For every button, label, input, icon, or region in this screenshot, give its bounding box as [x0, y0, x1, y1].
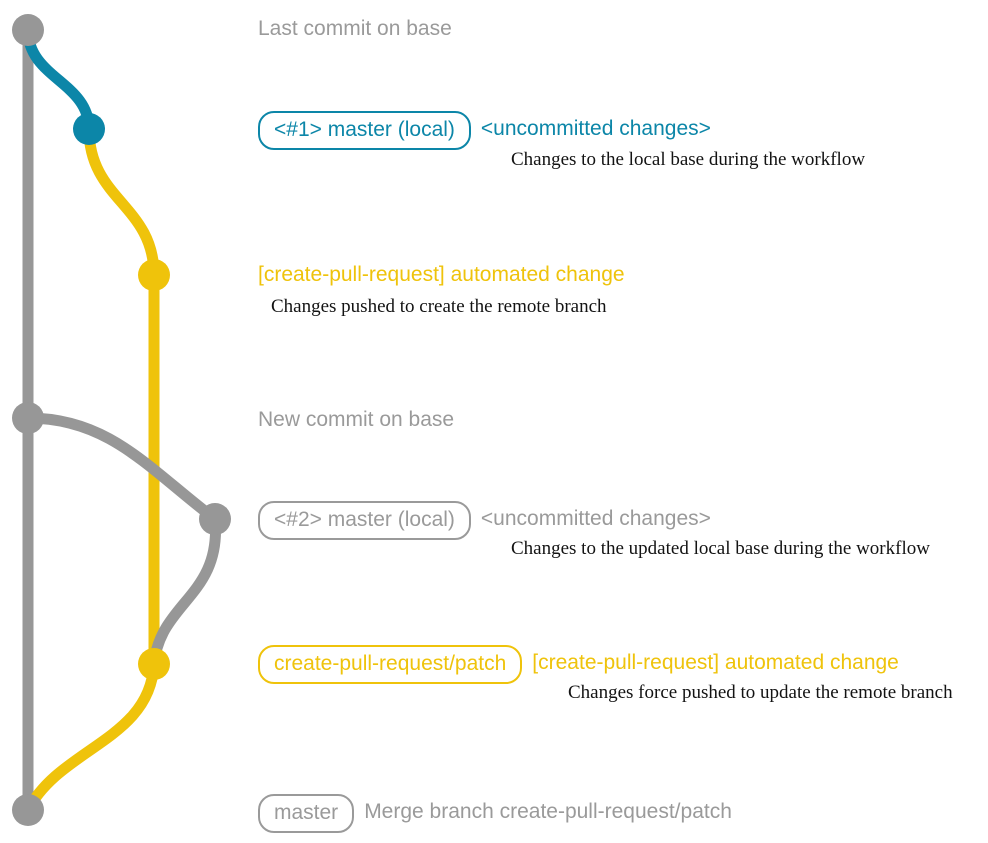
branch-chip-master-local-1[interactable]: <#1> master (local): [258, 111, 471, 150]
patch-2-to-merge-curve: [22, 658, 160, 816]
commit-row-merge-commit: master Merge branch create-pull-request/…: [258, 794, 732, 833]
commit-message-last-commit-on-base: Last commit on base: [258, 17, 452, 40]
commit-node-base-head[interactable]: [12, 14, 44, 46]
commit-message-local-change-1: <uncommitted changes>: [480, 117, 711, 140]
commit-description-automated-change-2: Changes force pushed to update the remot…: [568, 682, 953, 703]
commit-row-automated-change-2: create-pull-request/patch [create-pull-r…: [258, 645, 899, 684]
commit-node-remote-patch-2[interactable]: [138, 648, 170, 680]
local-wip-1-to-patch-1-curve: [83, 123, 160, 281]
commit-row-new-commit-on-base: New commit on base: [258, 407, 454, 432]
commit-node-base-new[interactable]: [12, 402, 44, 434]
commit-message-automated-change-2: [create-pull-request] automated change: [532, 651, 899, 674]
branch-chip-master[interactable]: master: [258, 794, 355, 833]
commit-node-remote-patch-1[interactable]: [138, 259, 170, 291]
commit-row-local-change-1: <#1> master (local) <uncommitted changes…: [258, 111, 711, 150]
commit-row-local-change-2: <#2> master (local) <uncommitted changes…: [258, 501, 711, 540]
branch-chip-master-local-2[interactable]: <#2> master (local): [258, 501, 471, 540]
commit-description-local-change-1: Changes to the local base during the wor…: [511, 149, 866, 170]
base-new-to-local-wip-2-curve: [22, 412, 221, 525]
commit-row-last-commit-on-base: Last commit on base: [258, 16, 452, 41]
commit-node-local-wip-2[interactable]: [199, 503, 231, 535]
commit-node-merge-head[interactable]: [12, 794, 44, 826]
local-wip-2-to-patch-2-curve: [148, 513, 222, 670]
commit-message-automated-change-1: [create-pull-request] automated change: [258, 263, 625, 286]
commit-message-local-change-2: <uncommitted changes>: [480, 507, 711, 530]
commit-row-automated-change-1: [create-pull-request] automated change: [258, 262, 625, 287]
branch-chip-create-pull-request-patch[interactable]: create-pull-request/patch: [258, 645, 523, 684]
commit-description-automated-change-1: Changes pushed to create the remote bran…: [271, 296, 607, 317]
commit-message-merge-commit: Merge branch create-pull-request/patch: [364, 800, 732, 823]
commit-description-local-change-2: Changes to the updated local base during…: [511, 538, 930, 559]
commit-message-new-commit-on-base: New commit on base: [258, 408, 455, 431]
commit-node-local-wip-1[interactable]: [73, 113, 105, 145]
